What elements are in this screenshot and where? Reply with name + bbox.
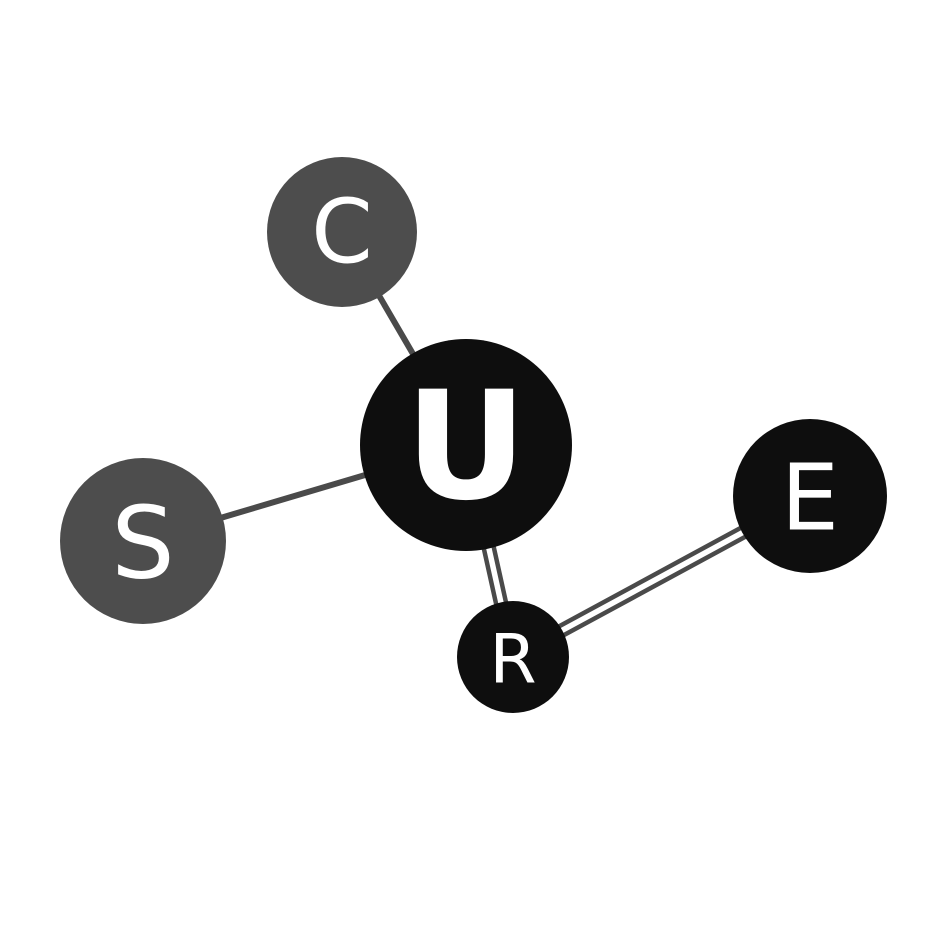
node-r: R	[457, 601, 569, 713]
node-s-letter: S	[111, 485, 174, 602]
node-c-letter: C	[311, 181, 372, 284]
node-r-letter: R	[489, 621, 536, 700]
node-c: C	[267, 157, 417, 307]
node-u: U	[360, 339, 572, 551]
node-e-letter: E	[781, 445, 839, 552]
node-e: E	[733, 419, 887, 573]
node-u-letter: U	[405, 360, 527, 534]
node-s: S	[60, 458, 226, 624]
